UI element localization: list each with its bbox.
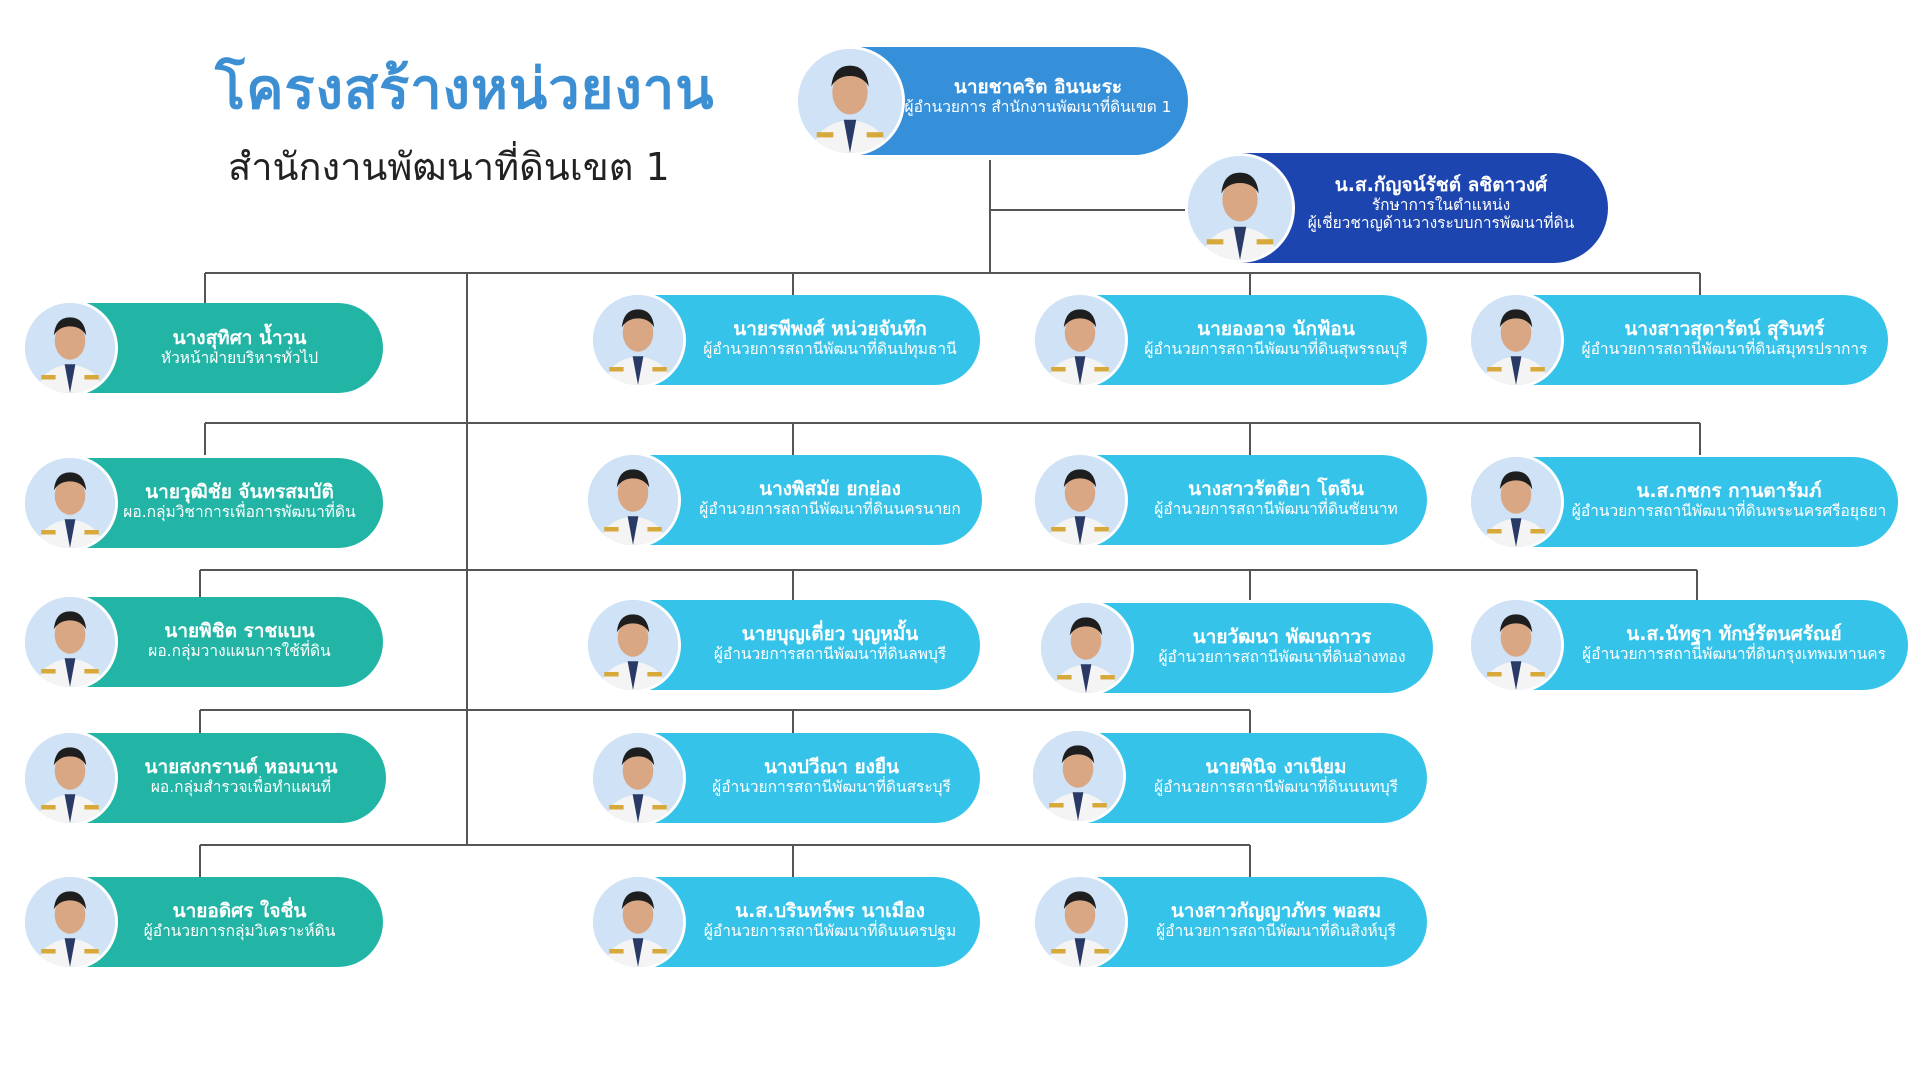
station-photo-angthong — [1038, 600, 1134, 696]
station-photo-nonthaburi — [1030, 728, 1126, 824]
card-text: นายวัฒนา พัฒนถาวร ผู้อำนวยการสถานีพัฒนาท… — [1143, 626, 1421, 667]
person-role: ผู้อำนวยการกลุ่มวิเคราะห์ดิน — [143, 921, 336, 940]
person-role: ผู้อำนวยการสถานีพัฒนาที่ดินสุพรรณบุรี — [1144, 339, 1408, 358]
person-role: ผู้อำนวยการสถานีพัฒนาที่ดินลพบุรี — [713, 644, 947, 663]
person-name: นางพิสมัย ยกย่อง — [759, 478, 901, 500]
person-role: ผอ.กลุ่มสำรวจเพื่อทำแผนที่ — [150, 777, 332, 796]
person-name: นางสาวกัญญาภัทร พอสม — [1170, 900, 1382, 922]
expert-role-line2: ผู้เชี่ยวชาญด้านวางระบบการพัฒนาที่ดิน — [1307, 213, 1575, 232]
card-text: นางพิสมัย ยกย่อง ผู้อำนวยการสถานีพัฒนาที… — [690, 478, 970, 519]
station-photo-samutprakan — [1468, 292, 1564, 388]
person-name: นางสาวสุดารัตน์ สุรินทร์ — [1624, 318, 1825, 340]
person-role: ผู้อำนวยการสถานีพัฒนาที่ดินชัยนาท — [1154, 499, 1398, 518]
person-name: นายสงกรานต์ หอมนาน — [144, 756, 338, 778]
person-role: ผู้อำนวยการสถานีพัฒนาที่ดินสระบุรี — [712, 777, 951, 796]
person-role: ผู้อำนวยการสถานีพัฒนาที่ดินอ่างทอง — [1158, 647, 1406, 666]
person-name: นายวุฒิชัย จันทรสมบัติ — [145, 481, 334, 503]
person-name: นายวัฒนา พัฒนถาวร — [1192, 626, 1372, 648]
page-subtitle: สำนักงานพัฒนาที่ดินเขต 1 — [228, 145, 670, 189]
card-text: นางสาวรัตติยา โตจีน ผู้อำนวยการสถานีพัฒน… — [1137, 478, 1415, 519]
station-photo-bangkok — [1468, 597, 1564, 693]
person-name: น.ส.นัทฐา ทักษ์รัตนศรัณย์ — [1626, 623, 1842, 645]
station-card-singburi: นางสาวกัญญาภัทร พอสม ผู้อำนวยการสถานีพัฒ… — [1042, 877, 1427, 967]
person-name: นายอดิศร ใจชื่น — [172, 900, 307, 922]
expert-photo — [1185, 153, 1295, 263]
person-role: ผู้อำนวยการสถานีพัฒนาที่ดินกรุงเทพมหานคร — [1582, 644, 1886, 663]
station-photo-lopburi — [585, 597, 681, 693]
card-text: นายวุฒิชัย จันทรสมบัติ ผอ.กลุ่มวิชาการเพ… — [116, 481, 363, 522]
expert-name: น.ส.กัญจน์รัชต์ ลชิตาวงศ์ — [1334, 174, 1548, 196]
card-text: นายอดิศร ใจชื่น ผู้อำนวยการกลุ่มวิเคราะห… — [118, 900, 361, 941]
person-name: นายพิชิต ราชแบน — [164, 620, 315, 642]
card-text: นายองอาจ นักฟ้อน ผู้อำนวยการสถานีพัฒนาที… — [1137, 318, 1415, 359]
person-role: ผู้อำนวยการสถานีพัฒนาที่ดินนครนายก — [699, 499, 961, 518]
person-name: นายองอาจ นักฟ้อน — [1197, 318, 1355, 340]
card-text: นายพินิจ งาเนียม ผู้อำนวยการสถานีพัฒนาที… — [1137, 756, 1415, 797]
card-text: นางสุทิศา น้ำวน หัวหน้าฝ่ายบริหารทั่วไป — [118, 327, 361, 368]
card-text: นายชาคริต อินนะระ ผู้อำนวยการ สำนักงานพั… — [902, 76, 1174, 117]
admin-photo-4 — [22, 730, 118, 826]
director-role: ผู้อำนวยการ สำนักงานพัฒนาที่ดินเขต 1 — [904, 97, 1172, 116]
card-text: นางสาวกัญญาภัทร พอสม ผู้อำนวยการสถานีพัฒ… — [1137, 900, 1415, 941]
station-photo-ayutthaya — [1468, 454, 1564, 550]
admin-photo-1 — [22, 300, 118, 396]
person-name: นางปวีณา ยงยืน — [763, 756, 900, 778]
station-photo-chainat — [1032, 452, 1128, 548]
card-text: น.ส.นัทฐา ทักษ์รัตนศรัณย์ ผู้อำนวยการสถา… — [1568, 623, 1900, 664]
page-title: โครงสร้างหน่วยงาน — [215, 57, 715, 122]
person-role: ผู้อำนวยการสถานีพัฒนาที่ดินพระนครศรีอยุธ… — [1571, 501, 1887, 520]
station-photo-pathumthani — [590, 292, 686, 388]
person-name: น.ส.บรินทร์พร นาเมือง — [735, 900, 925, 922]
person-name: น.ส.กชกร กานตารัมภ์ — [1636, 480, 1822, 502]
person-name: นางสาวรัตติยา โตจีน — [1188, 478, 1364, 500]
person-name: นางสุทิศา น้ำวน — [172, 327, 307, 349]
director-photo — [795, 46, 905, 156]
station-photo-singburi — [1032, 874, 1128, 970]
station-photo-nakhonnayok — [585, 452, 681, 548]
card-text: น.ส.กัญจน์รัชต์ ลชิตาวงศ์ รักษาการในตำแห… — [1288, 174, 1594, 232]
person-role: หัวหน้าฝ่ายบริหารทั่วไป — [160, 348, 319, 367]
expert-role-line1: รักษาการในตำแหน่ง — [1371, 195, 1511, 214]
director-name: นายชาคริต อินนะระ — [953, 76, 1123, 98]
admin-photo-3 — [22, 594, 118, 690]
admin-photo-5 — [22, 874, 118, 970]
person-role: ผู้อำนวยการสถานีพัฒนาที่ดินสิงห์บุรี — [1156, 921, 1396, 940]
person-role: ผู้อำนวยการสถานีพัฒนาที่ดินสมุทรปราการ — [1581, 339, 1868, 358]
station-photo-saraburi — [590, 730, 686, 826]
card-text: นายรพีพงศ์ หน่วยจันทึก ผู้อำนวยการสถานีพ… — [692, 318, 968, 359]
card-text: น.ส.บรินทร์พร นาเมือง ผู้อำนวยการสถานีพั… — [692, 900, 968, 941]
station-photo-nakhonpathom — [590, 874, 686, 970]
card-text: นายพิชิต ราชแบน ผอ.กลุ่มวางแผนการใช้ที่ด… — [118, 620, 361, 661]
card-text: น.ส.กชกร กานตารัมภ์ ผู้อำนวยการสถานีพัฒน… — [1568, 480, 1890, 521]
card-text: นายบุญเตี่ยว บุญหมั้น ผู้อำนวยการสถานีพั… — [692, 623, 968, 664]
card-text: นางสาวสุดารัตน์ สุรินทร์ ผู้อำนวยการสถาน… — [1573, 318, 1876, 359]
person-name: นายพินิจ งาเนียม — [1205, 756, 1347, 778]
person-role: ผู้อำนวยการสถานีพัฒนาที่ดินปทุมธานี — [703, 339, 957, 358]
person-role: ผอ.กลุ่มวิชาการเพื่อการพัฒนาที่ดิน — [123, 502, 356, 521]
person-role: ผอ.กลุ่มวางแผนการใช้ที่ดิน — [148, 641, 331, 660]
person-role: ผู้อำนวยการสถานีพัฒนาที่ดินนครปฐม — [703, 921, 957, 940]
card-text: นางปวีณา ยงยืน ผู้อำนวยการสถานีพัฒนาที่ด… — [695, 756, 968, 797]
station-photo-suphanburi — [1032, 292, 1128, 388]
person-role: ผู้อำนวยการสถานีพัฒนาที่ดินนนทบุรี — [1153, 777, 1398, 796]
admin-photo-2 — [22, 455, 118, 551]
card-text: นายสงกรานต์ หอมนาน ผอ.กลุ่มสำรวจเพื่อทำแ… — [118, 756, 364, 797]
person-name: นายบุญเตี่ยว บุญหมั้น — [741, 623, 919, 645]
person-name: นายรพีพงศ์ หน่วยจันทึก — [733, 318, 927, 340]
